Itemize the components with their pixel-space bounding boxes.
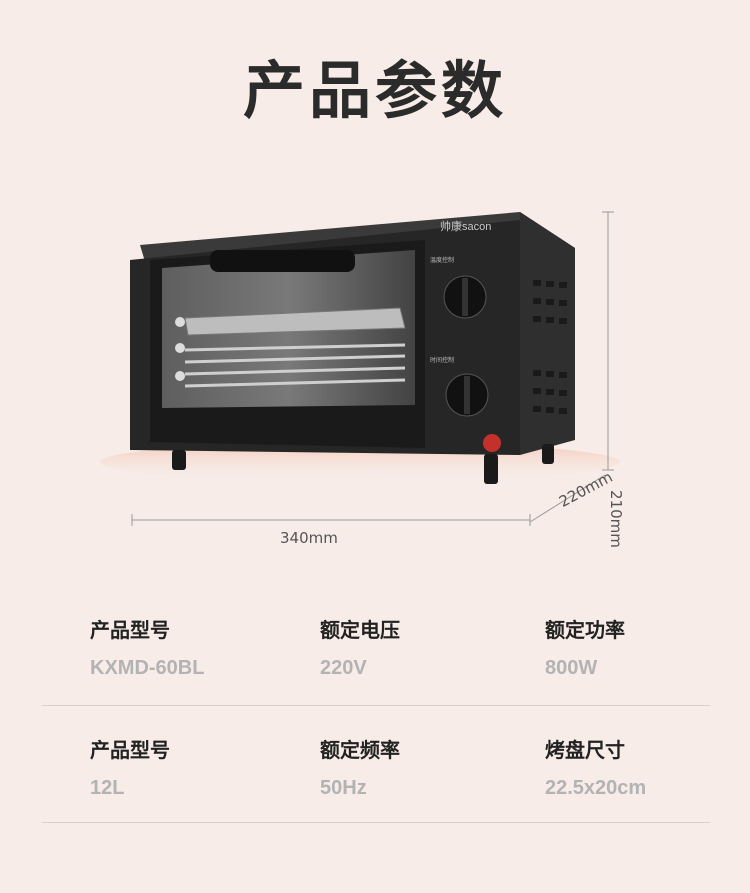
spec-cell: 额定功率 800W [545,614,625,680]
spec-label: 产品型号 [90,738,170,762]
spec-table: 产品型号 KXMD-60BL 额定电压 220V 额定功率 800W 产品型号 … [0,600,750,840]
spec-value: 800W [545,657,598,679]
spec-row: 产品型号 12L 额定频率 50Hz 烤盘尺寸 22.5x20cm [0,720,750,840]
page-title: 产品参数 [242,54,507,127]
spec-label: 额定功率 [545,618,625,642]
height-dimension: 210mm [607,490,625,548]
spec-cell: 烤盘尺寸 22.5x20cm [545,734,646,800]
divider [42,705,710,706]
spec-cell: 产品型号 12L [90,734,170,800]
spec-value: 22.5x20cm [545,777,647,799]
divider [42,822,710,823]
spec-row: 产品型号 KXMD-60BL 额定电压 220V 额定功率 800W [0,600,750,720]
product-illustration: 帅康sacon 温度控制 时间控制 340 [0,150,750,570]
brand-logo: 帅康sacon [440,219,491,233]
svg-text:温度控制: 温度控制 [430,256,454,264]
spec-value: 12L [90,777,125,799]
width-dimension: 340mm [280,529,338,547]
spec-label: 烤盘尺寸 [545,738,625,762]
spec-label: 额定频率 [320,738,400,762]
svg-text:时间控制: 时间控制 [430,356,454,364]
spec-value: 50Hz [320,777,367,799]
spec-cell: 产品型号 KXMD-60BL [90,614,204,680]
spec-cell: 额定频率 50Hz [320,734,400,800]
spec-label: 额定电压 [320,618,400,642]
spec-value: 220V [320,657,367,679]
spec-value: KXMD-60BL [90,657,205,679]
spec-cell: 额定电压 220V [320,614,400,680]
spec-label: 产品型号 [90,618,170,642]
oven-image: 帅康sacon 温度控制 时间控制 [100,211,620,526]
